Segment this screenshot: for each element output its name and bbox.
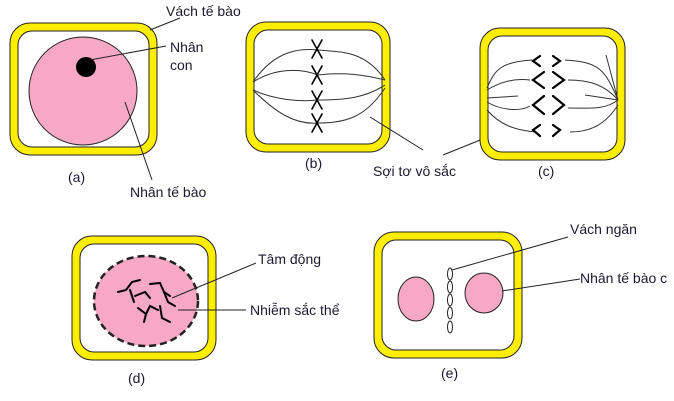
nucleus bbox=[28, 36, 138, 146]
panel-e-cell bbox=[373, 231, 581, 359]
label-cell-wall: Vách tế bào bbox=[166, 3, 241, 19]
label-centromere: Tâm động bbox=[258, 251, 321, 267]
label-nucleolus-1: Nhân bbox=[170, 39, 203, 55]
label-chromosome: Nhiễm sắc thể bbox=[250, 302, 340, 318]
panel-label-a: (a) bbox=[68, 169, 85, 185]
panel-label-c: (c) bbox=[538, 163, 554, 179]
panel-label-b: (b) bbox=[305, 155, 322, 171]
label-daughter-nucleus: Nhân tế bào c bbox=[580, 270, 667, 286]
panel-c-cell bbox=[479, 27, 626, 161]
label-septum: Vách ngăn bbox=[570, 221, 637, 237]
label-nucleus: Nhân tế bào bbox=[130, 184, 206, 200]
label-nucleolus-2: con bbox=[170, 57, 193, 73]
panel-a-cell bbox=[9, 17, 181, 181]
panel-label-d: (d) bbox=[128, 370, 145, 386]
nucleolus bbox=[76, 57, 96, 77]
label-spindle: Sợi tơ vô sắc bbox=[373, 163, 456, 179]
panel-b-cell bbox=[245, 21, 391, 153]
panel-d-cell bbox=[71, 235, 257, 361]
panel-label-e: (e) bbox=[441, 365, 458, 381]
